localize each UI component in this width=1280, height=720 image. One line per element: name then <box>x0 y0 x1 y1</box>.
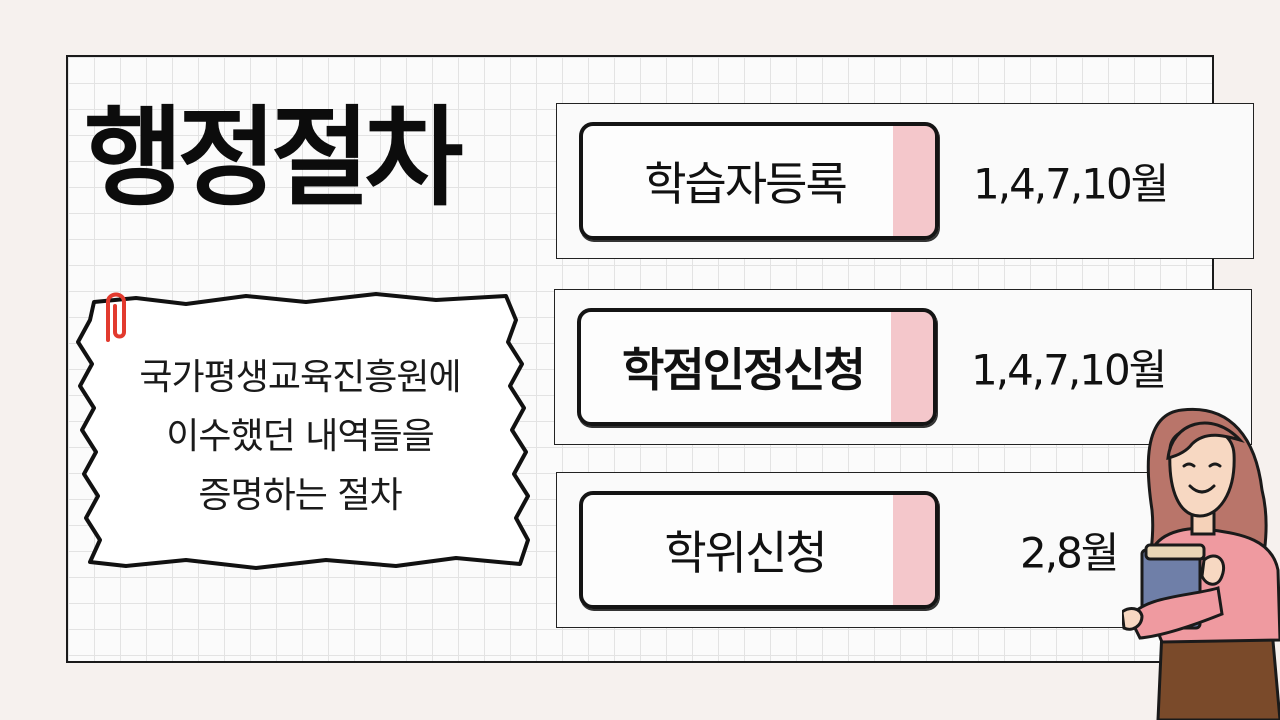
procedure-row-credit: 학점인정신청 1,4,7,10월 <box>554 289 1252 445</box>
credit-application-button[interactable]: 학점인정신청 <box>577 308 937 426</box>
page-title: 행정절차 <box>84 96 463 221</box>
paperclip-icon <box>106 292 126 342</box>
woman-holding-books-illustration <box>1122 407 1280 720</box>
registration-button[interactable]: 학습자등록 <box>579 122 939 240</box>
note-line: 이수했던 내역들을 <box>166 416 434 457</box>
note-line: 증명하는 절차 <box>198 475 402 516</box>
registration-months: 1,4,7,10월 <box>973 159 1169 209</box>
credit-application-months: 1,4,7,10월 <box>971 345 1167 395</box>
credit-application-label: 학점인정신청 <box>622 343 866 397</box>
registration-label: 학습자등록 <box>644 157 848 211</box>
note-text: 국가평생교육진흥원에 이수했던 내역들을 증명하는 절차 <box>100 348 500 525</box>
torn-note-paper <box>76 292 530 570</box>
degree-application-button[interactable]: 학위신청 <box>579 491 939 609</box>
degree-application-months: 2,8월 <box>1020 528 1119 578</box>
note-line: 국가평생교육진흥원에 <box>139 357 461 398</box>
degree-application-label: 학위신청 <box>664 526 827 580</box>
procedure-row-registration: 학습자등록 1,4,7,10월 <box>556 103 1254 259</box>
procedure-row-degree: 학위신청 2,8월 <box>556 472 1254 628</box>
